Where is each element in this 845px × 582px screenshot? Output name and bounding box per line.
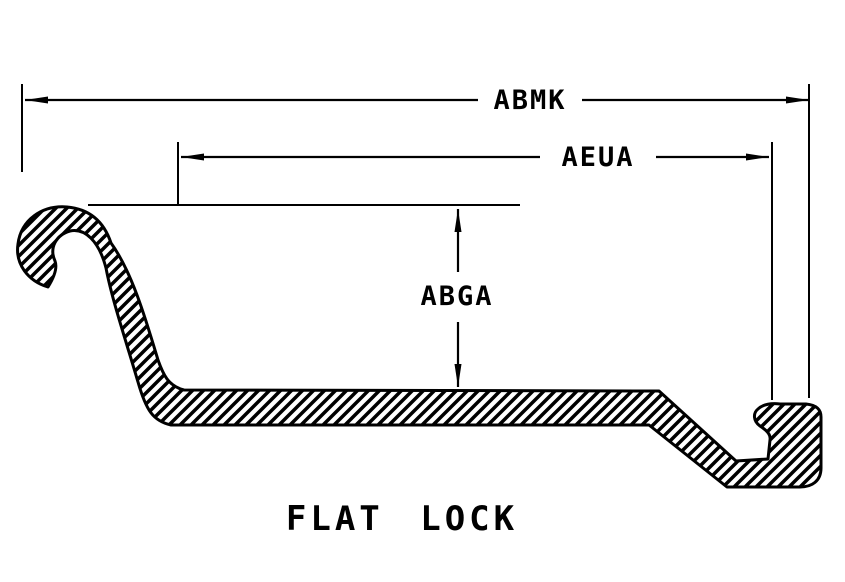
flat-lock-profile <box>16 205 823 489</box>
aeua-label: AEUA <box>561 142 634 173</box>
abga-label: ABGA <box>420 281 493 312</box>
dimension-abmk: ABMK <box>21 84 810 398</box>
dimension-aeua: AEUA <box>177 142 773 400</box>
abmk-label: ABMK <box>493 85 566 116</box>
part-cross-section <box>16 205 823 489</box>
dimension-abga: ABGA <box>420 209 493 387</box>
drawing-title: FLAT LOCK <box>286 499 518 539</box>
